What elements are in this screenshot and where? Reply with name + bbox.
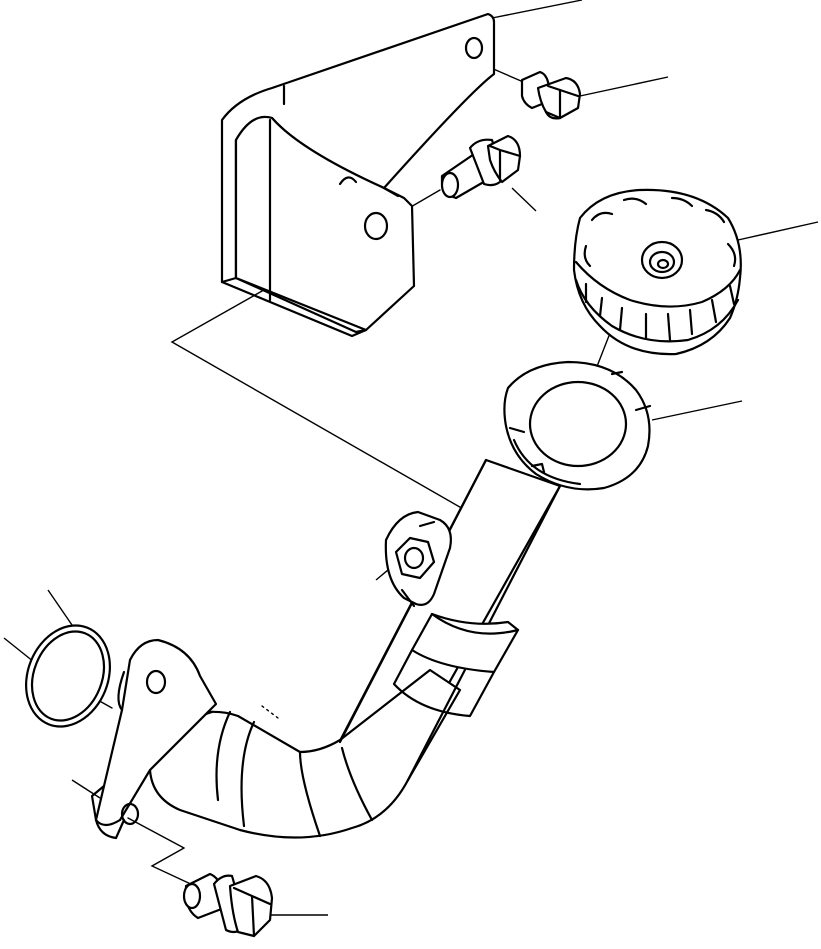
leader-neck-ring xyxy=(651,400,743,421)
filler-neck-ring-icon xyxy=(503,360,652,491)
bracket-icon xyxy=(220,12,496,338)
bracket-bolt-icon xyxy=(520,70,582,120)
filler-tube-icon xyxy=(148,458,562,839)
filler-cap-icon xyxy=(572,188,742,356)
flange-bolt-icon xyxy=(440,134,522,200)
leader-bracket xyxy=(491,0,583,19)
pipe-flange-icon xyxy=(90,638,218,840)
leader-filler-cap xyxy=(737,221,819,241)
leader-bracket-bolt xyxy=(579,76,669,97)
o-ring-icon xyxy=(25,624,111,728)
mounting-bolt-icon xyxy=(182,872,274,938)
clamp-nut-icon xyxy=(384,510,452,608)
leader-flange-bolt xyxy=(511,187,537,212)
leader-o-ring xyxy=(47,589,73,626)
leader-pipe-flange xyxy=(3,637,35,663)
leader-flange-lower xyxy=(71,779,101,799)
